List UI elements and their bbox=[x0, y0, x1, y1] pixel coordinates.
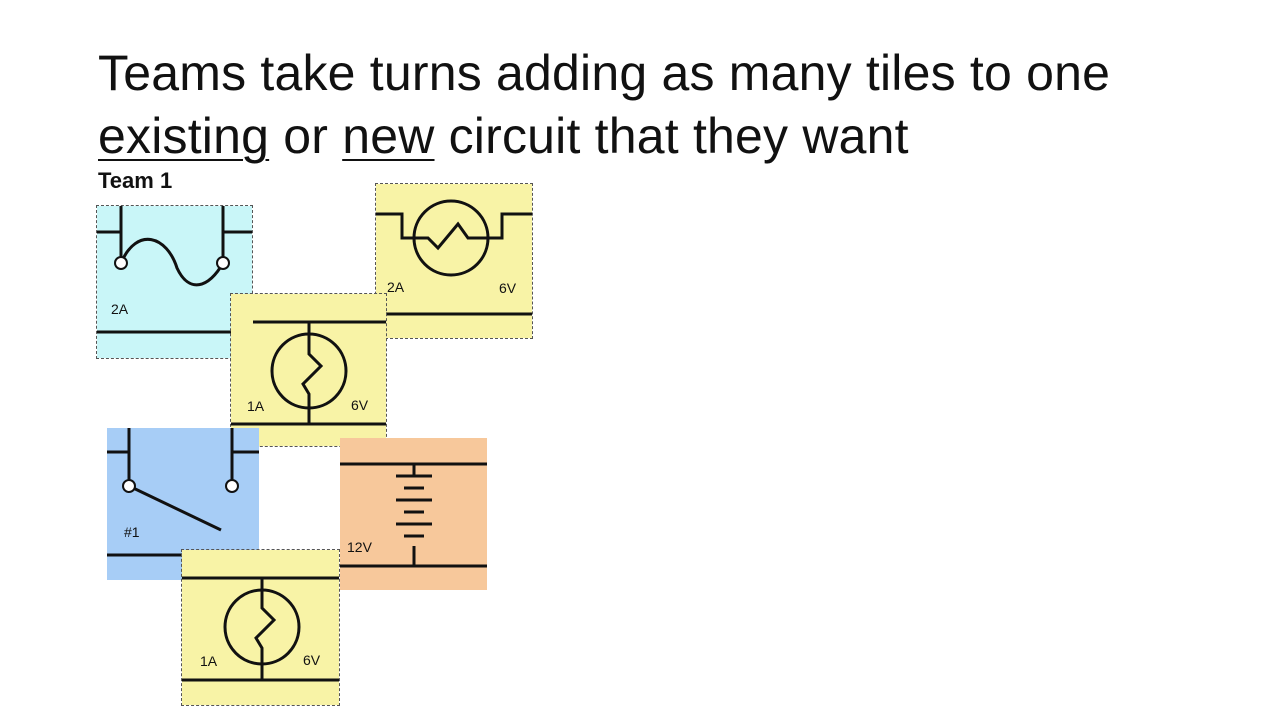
battery-tile[interactable]: 12V bbox=[340, 438, 487, 590]
lamp-bottom-current-label: 1A bbox=[200, 653, 218, 669]
fuse-current-label: 2A bbox=[111, 301, 129, 317]
title-existing: existing bbox=[98, 108, 270, 164]
lamp-bottom-voltage-label: 6V bbox=[303, 652, 321, 668]
lamp-tile-middle[interactable]: 1A 6V bbox=[230, 293, 387, 447]
lamp-top-voltage-label: 6V bbox=[499, 280, 517, 296]
title-part2: circuit that they want bbox=[434, 108, 909, 164]
lamp-icon bbox=[231, 320, 386, 426]
lamp-middle-current-label: 1A bbox=[247, 398, 265, 414]
battery-voltage-label: 12V bbox=[347, 539, 372, 555]
title-or: or bbox=[269, 108, 343, 164]
lamp-tile-top[interactable]: 2A 6V bbox=[375, 183, 533, 339]
title-part1: Teams take turns adding as many tiles to… bbox=[98, 45, 1111, 101]
lamp-icon bbox=[376, 199, 532, 316]
switch-number-label: #1 bbox=[124, 524, 140, 540]
battery-icon bbox=[340, 462, 487, 568]
team-label: Team 1 bbox=[98, 168, 173, 193]
fuse-tile[interactable]: 2A bbox=[96, 205, 253, 359]
slide-title: Teams take turns adding as many tiles to… bbox=[98, 42, 1218, 168]
lamp-middle-voltage-label: 6V bbox=[351, 397, 369, 413]
lamp-icon bbox=[182, 576, 339, 682]
lamp-tile-bottom[interactable]: 1A 6V bbox=[181, 549, 340, 706]
title-new: new bbox=[342, 108, 435, 164]
fuse-icon bbox=[97, 206, 252, 334]
lamp-top-current-label: 2A bbox=[387, 279, 405, 295]
